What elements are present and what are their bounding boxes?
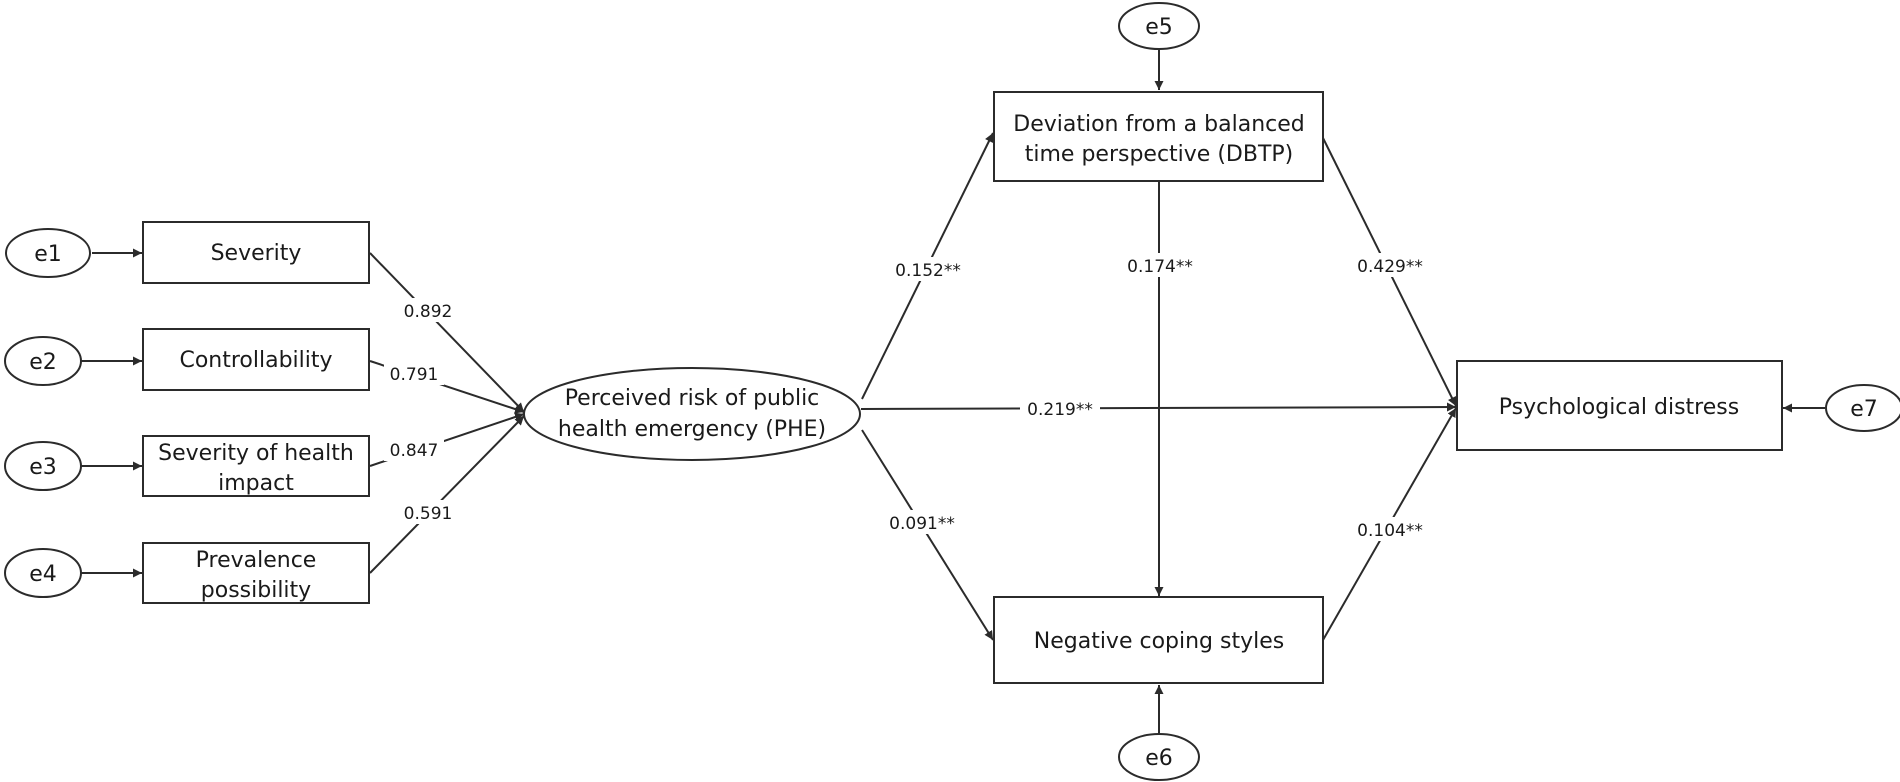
outcome-label: Psychological distress	[1499, 395, 1739, 420]
outcome-psychological-distress: Psychological distress	[1456, 360, 1783, 451]
loading-line-severity	[369, 252, 525, 413]
mediator-label-line-1: Deviation from a balanced	[1013, 112, 1304, 137]
error-label: e7	[1850, 397, 1878, 422]
latent-phe: Perceived risk of public health emergenc…	[523, 367, 861, 461]
indicator-label-line-1: Severity of health	[158, 441, 354, 466]
coef-phe-to-ncs: 0.091**	[882, 510, 962, 534]
error-label: e5	[1145, 15, 1173, 40]
indicator-prevalence: Prevalence possibility	[142, 542, 370, 604]
loading-controllability: 0.791	[384, 361, 444, 385]
path-coefficient: 0.152**	[895, 261, 961, 281]
coef-phe-to-dbtp: 0.152**	[888, 257, 968, 281]
latent-label-line-2: health emergency (PHE)	[558, 417, 826, 442]
mediator-label: Negative coping styles	[1034, 629, 1284, 654]
error-label: e6	[1145, 746, 1173, 771]
loading-prevalence: 0.591	[398, 500, 458, 524]
loading-line-prevalence	[369, 415, 525, 574]
path-coefficient: 0.091**	[889, 514, 955, 534]
path-coefficient: 0.429**	[1357, 257, 1423, 277]
path-phe-to-ncs	[861, 429, 994, 641]
error-term-e3: e3	[4, 441, 82, 491]
error-label: e2	[29, 350, 57, 375]
error-term-e4: e4	[4, 548, 82, 598]
latent-label-line-1: Perceived risk of public	[565, 386, 820, 411]
error-label: e3	[29, 455, 57, 480]
error-term-e6: e6	[1118, 733, 1200, 781]
loading-health-impact: 0.847	[384, 437, 444, 461]
loading-value: 0.591	[404, 504, 453, 524]
coef-phe-to-pd: 0.219**	[1020, 396, 1100, 420]
error-label: e1	[34, 242, 62, 267]
path-coefficient: 0.219**	[1027, 400, 1093, 420]
error-term-e7: e7	[1825, 384, 1900, 432]
mediator-negative-coping: Negative coping styles	[993, 596, 1324, 684]
mediator-label-line-2: time perspective (DBTP)	[1025, 142, 1294, 167]
loading-value: 0.892	[404, 302, 453, 322]
path-coefficient: 0.104**	[1357, 521, 1423, 541]
coef-dbtp-to-ncs: 0.174**	[1120, 253, 1200, 277]
error-label: e4	[29, 562, 57, 587]
loading-severity: 0.892	[398, 298, 458, 322]
path-coefficient: 0.174**	[1127, 257, 1193, 277]
indicator-severity: Severity	[142, 221, 370, 284]
mediator-dbtp: Deviation from a balanced time perspecti…	[993, 91, 1324, 182]
indicator-controllability: Controllability	[142, 328, 370, 391]
indicator-label-line-1: Prevalence	[196, 548, 317, 573]
indicator-label-line-2: impact	[218, 471, 294, 496]
error-term-e2: e2	[4, 336, 82, 386]
indicator-label: Severity	[211, 241, 302, 266]
indicator-label: Controllability	[179, 348, 332, 373]
error-term-e5: e5	[1118, 2, 1200, 50]
indicator-health-impact: Severity of health impact	[142, 435, 370, 497]
loading-value: 0.847	[390, 441, 439, 461]
coef-ncs-to-pd: 0.104**	[1350, 517, 1430, 541]
indicator-label-line-2: possibility	[201, 578, 311, 603]
coef-dbtp-to-pd: 0.429**	[1350, 253, 1430, 277]
error-term-e1: e1	[5, 228, 91, 278]
loading-value: 0.791	[390, 365, 439, 385]
